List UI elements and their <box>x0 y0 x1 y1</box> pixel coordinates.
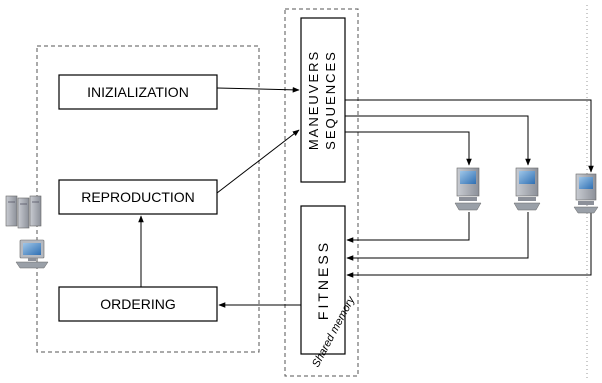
arrow-maneuvers-to-client-1 <box>345 132 469 165</box>
arrow-reproduction-to-maneuvers <box>217 130 299 193</box>
workstation-computer-icon-3 <box>574 174 598 213</box>
server-rack-icon <box>6 196 48 268</box>
maneuvers-label: MANEUVERS <box>306 50 321 150</box>
arrow-client-1-to-fitness <box>347 212 469 240</box>
arrow-maneuvers-to-client-2 <box>345 116 528 165</box>
initialization-box: INIZIALIZATION <box>59 75 217 109</box>
ordering-label: ORDERING <box>100 296 175 312</box>
workstation-computer-icon-2 <box>514 168 540 210</box>
reproduction-box: REPRODUCTION <box>59 180 217 214</box>
arrow-client-2-to-fitness <box>347 212 528 258</box>
arrow-maneuvers-to-client-3 <box>345 100 591 172</box>
workstation-computer-icon-1 <box>455 168 481 210</box>
ordering-box: ORDERING <box>59 287 217 321</box>
maneuvers-sequences-box: MANEUVERS SEQUENCES <box>301 18 345 182</box>
sequences-label: SEQUENCES <box>323 50 338 150</box>
initialization-label: INIZIALIZATION <box>87 84 189 100</box>
arrow-init-to-maneuvers <box>217 88 299 90</box>
reproduction-label: REPRODUCTION <box>81 189 195 205</box>
fitness-label: FITNESS <box>315 240 331 320</box>
